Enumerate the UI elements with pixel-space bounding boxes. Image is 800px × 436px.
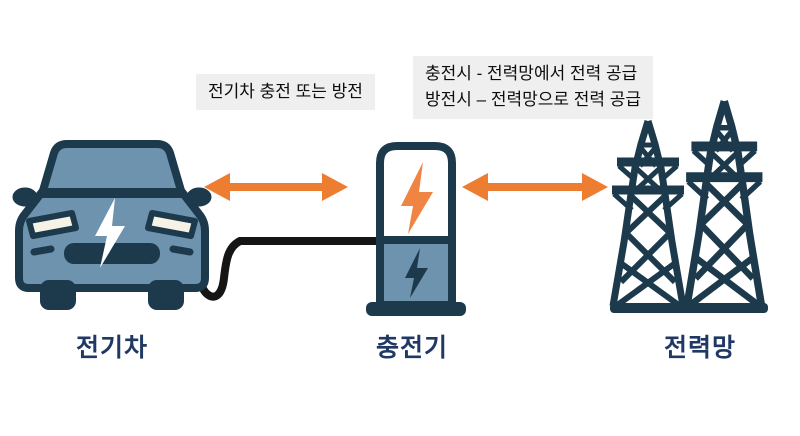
charger-body: [376, 142, 456, 309]
lightning-bolt-icon-navy: [405, 248, 428, 298]
note-charge-discharge-text: 전기차 충전 또는 방전: [208, 82, 363, 101]
tower-left: [612, 121, 684, 306]
tower-right: [686, 101, 762, 304]
note-grid-supply-line1: 충전시 - 전력망에서 전력 공급: [425, 64, 638, 83]
car-cabin: [38, 140, 186, 198]
ev-car-icon: [12, 140, 212, 310]
note-grid-supply-line2: 방전시 – 전력망으로 전력 공급: [425, 90, 642, 110]
note-charge-discharge: 전기차 충전 또는 방전: [196, 74, 375, 111]
double-arrow-icon-right: [462, 173, 608, 201]
car-wheels: [40, 280, 184, 310]
label-car: 전기차: [75, 334, 149, 362]
car-headlights: [26, 210, 198, 239]
label-grid: 전력망: [663, 334, 737, 362]
car-grille: [64, 243, 160, 264]
lightning-bolt-icon-orange: [401, 162, 433, 234]
charging-cable-line: [184, 237, 386, 301]
charger-icon: [366, 142, 466, 316]
lightning-bolt-icon-car: [95, 198, 125, 268]
note-grid-supply: 충전시 - 전력망에서 전력 공급 방전시 – 전력망으로 전력 공급: [413, 56, 654, 119]
car-side-dashes: [30, 245, 194, 256]
double-arrow-icon-left: [204, 173, 348, 201]
transmission-tower-icon: [608, 96, 768, 313]
label-charger: 충전기: [375, 334, 449, 362]
tower-ground-bar: [610, 303, 768, 313]
